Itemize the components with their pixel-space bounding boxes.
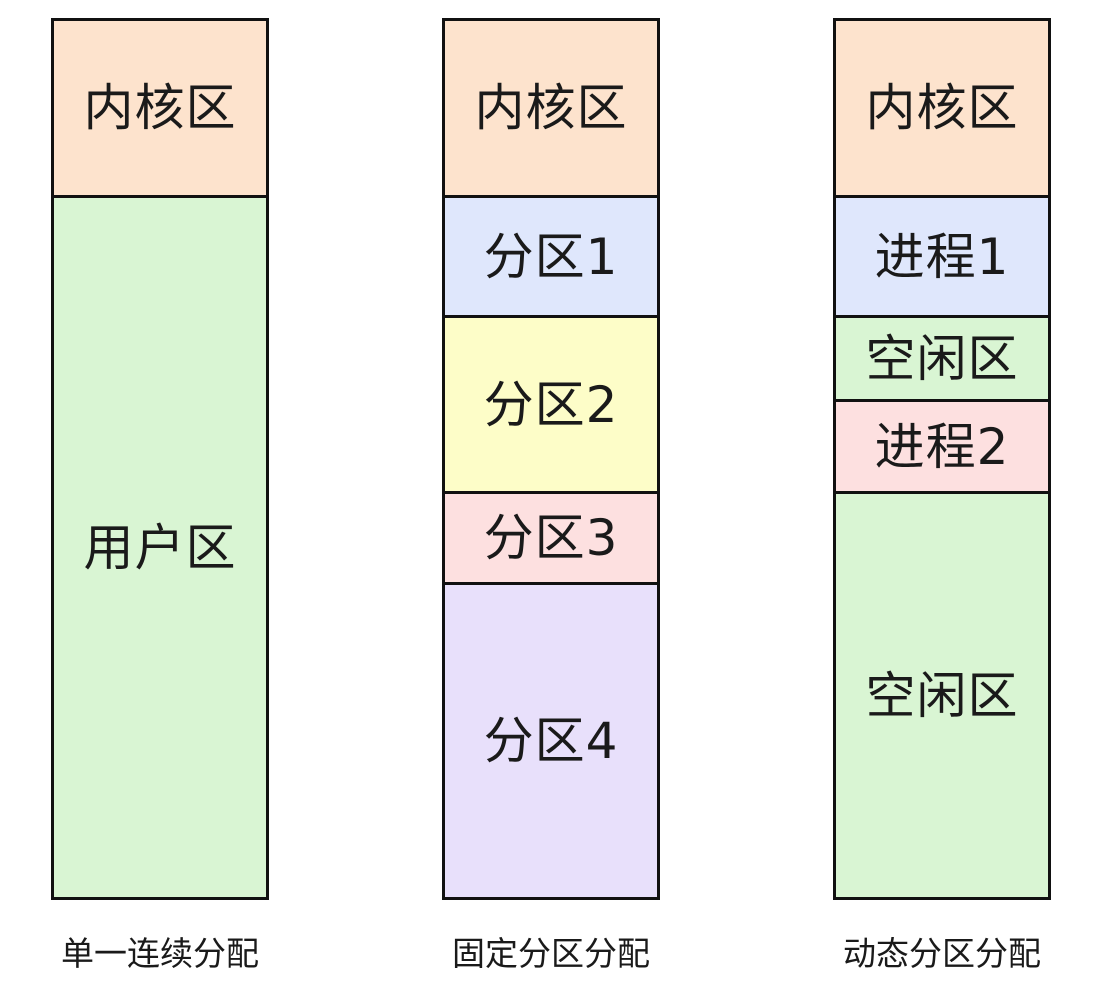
kernel-block: 内核区: [54, 21, 266, 198]
process-1-block: 进程1: [836, 198, 1048, 318]
fixed-partition-column: 内核区 分区1 分区2 分区3 分区4: [442, 18, 660, 900]
single-contiguous-column: 内核区 用户区: [51, 18, 269, 900]
kernel-block: 内核区: [836, 21, 1048, 198]
fixed-partition-caption: 固定分区分配: [452, 934, 650, 973]
kernel-block: 内核区: [445, 21, 657, 198]
single-contiguous-caption: 单一连续分配: [61, 934, 259, 973]
free-area-block: 空闲区: [836, 318, 1048, 402]
partition-3-block: 分区3: [445, 494, 657, 585]
process-2-block: 进程2: [836, 402, 1048, 494]
dynamic-partition-column: 内核区 进程1 空闲区 进程2 空闲区: [833, 18, 1051, 900]
dynamic-partition-caption: 动态分区分配: [843, 934, 1041, 973]
partition-1-block: 分区1: [445, 198, 657, 318]
partition-2-block: 分区2: [445, 318, 657, 494]
user-area-block: 用户区: [54, 198, 266, 897]
partition-4-block: 分区4: [445, 585, 657, 897]
free-area-block: 空闲区: [836, 494, 1048, 897]
